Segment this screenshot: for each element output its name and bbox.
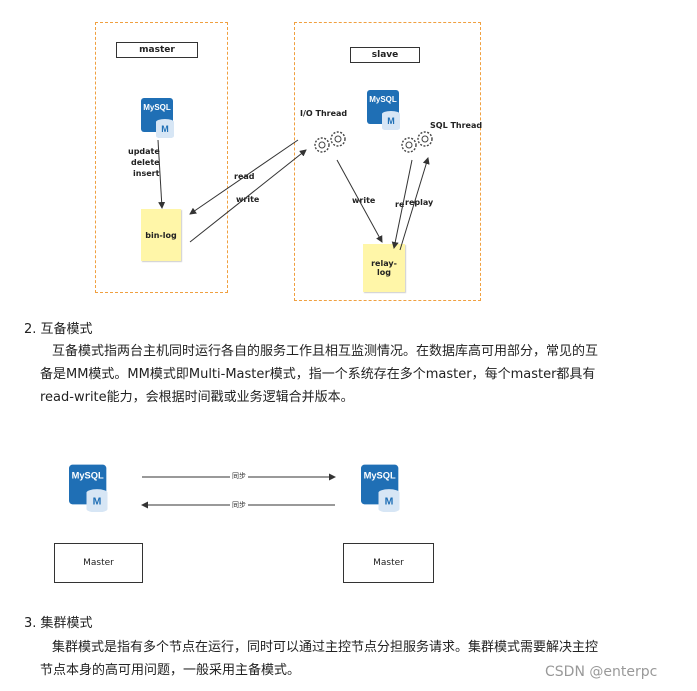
master-title: master bbox=[116, 42, 198, 58]
mysql-slave-text: MySQL bbox=[369, 95, 397, 104]
section3-line1: 集群模式是指有多个节点在运行，同时可以通过主控节点分担服务请求。集群模式需要解决… bbox=[52, 640, 599, 655]
diagram1-arrows bbox=[157, 139, 430, 251]
sql-thread-label: SQL Thread bbox=[430, 121, 483, 130]
arrow-binlog-to-io bbox=[189, 149, 307, 243]
diagram2-arrows bbox=[141, 473, 336, 509]
update-text: update bbox=[128, 147, 160, 156]
arrow-io-to-binlog bbox=[189, 139, 299, 215]
re-label: re bbox=[395, 200, 405, 209]
insert-text: insert bbox=[133, 169, 160, 178]
mysql-slave-m: M bbox=[387, 116, 395, 126]
mysql-master-icon: MySQL M bbox=[141, 98, 177, 139]
csdn-watermark: CSDN @enterpc bbox=[545, 664, 658, 680]
mysql-mm-right-text: MySQL bbox=[364, 471, 396, 481]
slave-container bbox=[294, 22, 481, 301]
master-box-left: Master bbox=[54, 543, 143, 583]
binlog-note: bin-log bbox=[141, 209, 181, 261]
mysql-slave-icon: MySQL M bbox=[367, 90, 403, 131]
master-container bbox=[95, 22, 228, 293]
sql-gears-icon bbox=[398, 129, 438, 161]
mysql-mm-right-m: M bbox=[385, 495, 394, 507]
section3-heading: 3. 集群模式 bbox=[24, 616, 93, 631]
write-label-right: write bbox=[352, 196, 376, 205]
replay-label: replay bbox=[405, 198, 434, 207]
mysql-mm-right-icon: MySQL M bbox=[361, 464, 403, 513]
section2-line2: 备是MM模式。MM模式即Multi-Master模式，指一个系统存在多个mast… bbox=[40, 367, 596, 382]
arrow-sql-to-relay bbox=[391, 159, 413, 249]
sync-label-bottom: 同步 bbox=[230, 500, 248, 510]
mysql-master-text: MySQL bbox=[143, 103, 171, 112]
section2-heading: 2. 互备模式 bbox=[24, 322, 93, 337]
section3-line2: 节点本身的高可用问题，一般采用主备模式。 bbox=[40, 663, 301, 678]
mysql-master-m: M bbox=[161, 124, 169, 134]
relay-log-note: relay- log bbox=[363, 244, 405, 292]
arrow-io-to-relay bbox=[336, 159, 383, 243]
mysql-mm-left-text: MySQL bbox=[72, 471, 104, 481]
arrow-relay-to-sql bbox=[399, 157, 430, 251]
section2-line1: 互备模式指两台主机同时运行各自的服务工作且相互监测情况。在数据库高可用部分，常见… bbox=[52, 344, 599, 359]
io-thread-label: I/O Thread bbox=[300, 109, 348, 118]
slave-title: slave bbox=[350, 47, 420, 63]
section2-line3: read-write能力，会根据时间戳或业务逻辑合并版本。 bbox=[40, 390, 354, 405]
relay-log-line2: log bbox=[377, 268, 391, 277]
mysql-mm-left-icon: MySQL M bbox=[69, 464, 111, 513]
write-label-left: write bbox=[236, 195, 260, 204]
mysql-mm-left-m: M bbox=[93, 495, 102, 507]
relay-log-line1: relay- bbox=[371, 259, 397, 268]
sync-label-top: 同步 bbox=[230, 471, 248, 481]
io-gears-icon bbox=[311, 129, 351, 161]
arrow-mysql-to-binlog bbox=[157, 139, 166, 209]
delete-text: delete bbox=[131, 158, 160, 167]
master-box-right: Master bbox=[343, 543, 434, 583]
